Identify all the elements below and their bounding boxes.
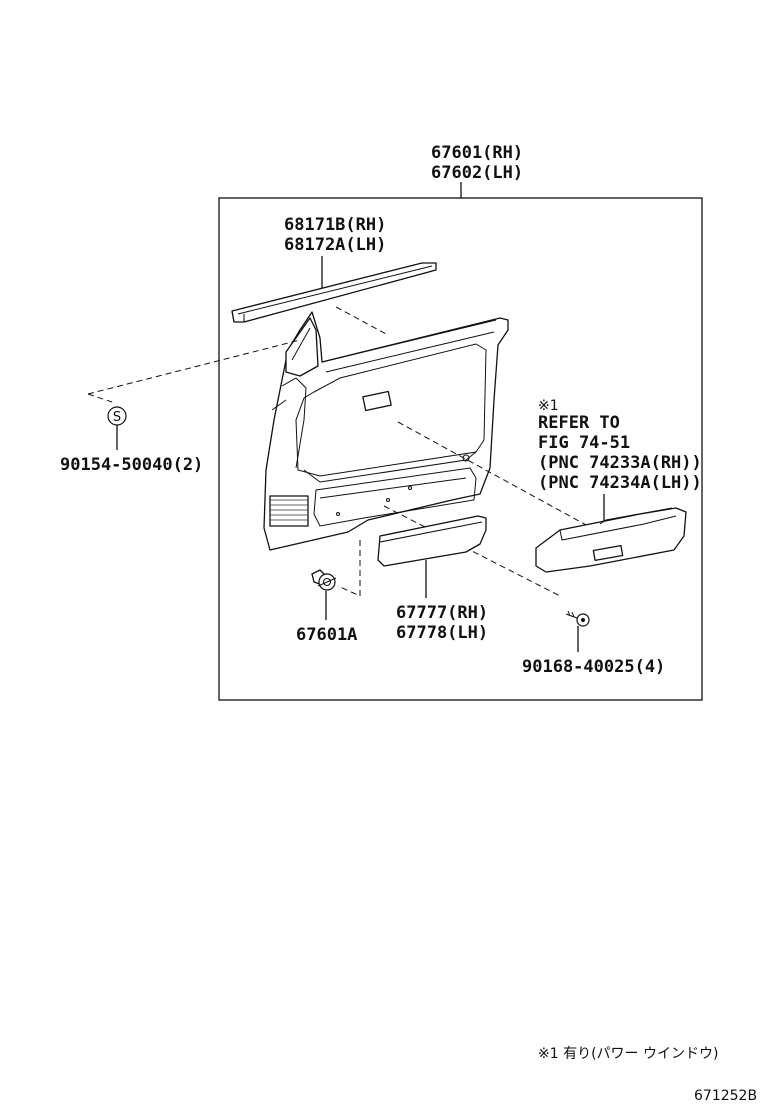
label-screw-s: 90154-50040(2) bbox=[60, 455, 203, 475]
screw-s-icon: S bbox=[107, 406, 127, 426]
label-trim-board-lh: 67602(LH) bbox=[431, 163, 523, 183]
label-pocket-lh: 67778(LH) bbox=[396, 623, 488, 643]
ref-line-2: FIG 74-51 bbox=[538, 433, 630, 453]
ref-line-1: REFER TO bbox=[538, 413, 620, 433]
door-weatherstrip-part bbox=[231, 262, 437, 323]
tapping-screw-icon bbox=[565, 610, 590, 627]
guide-screw-s bbox=[87, 339, 301, 395]
door-trim-board-part bbox=[263, 311, 509, 551]
guide-switch bbox=[397, 421, 589, 527]
guide-clip bbox=[337, 540, 361, 597]
door-pocket-part bbox=[377, 515, 487, 567]
figure-code: 671252B bbox=[694, 1088, 757, 1104]
label-weatherstrip-rh: 68171B(RH) bbox=[284, 215, 386, 235]
footnote: ※1 有り(パワー ウインドウ) bbox=[538, 1046, 718, 1062]
ref-mark: ※1 bbox=[538, 398, 559, 414]
label-clip: 67601A bbox=[296, 625, 357, 645]
label-weatherstrip-lh: 68172A(LH) bbox=[284, 235, 386, 255]
window-switch-base-part bbox=[535, 507, 687, 573]
ref-line-4: (PNC 74234A(LH)) bbox=[538, 473, 702, 493]
ref-line-3: (PNC 74233A(RH)) bbox=[538, 453, 702, 473]
guide-weatherstrip bbox=[335, 306, 389, 336]
clip-icon bbox=[311, 569, 337, 591]
label-trim-board-rh: 67601(RH) bbox=[431, 143, 523, 163]
label-pocket-rh: 67777(RH) bbox=[396, 603, 488, 623]
guide-screw-s-down bbox=[87, 393, 113, 403]
label-screw: 90168-40025(4) bbox=[522, 657, 665, 677]
screw-s-icon-letter: S bbox=[113, 410, 121, 425]
guide-pocket bbox=[383, 505, 561, 597]
